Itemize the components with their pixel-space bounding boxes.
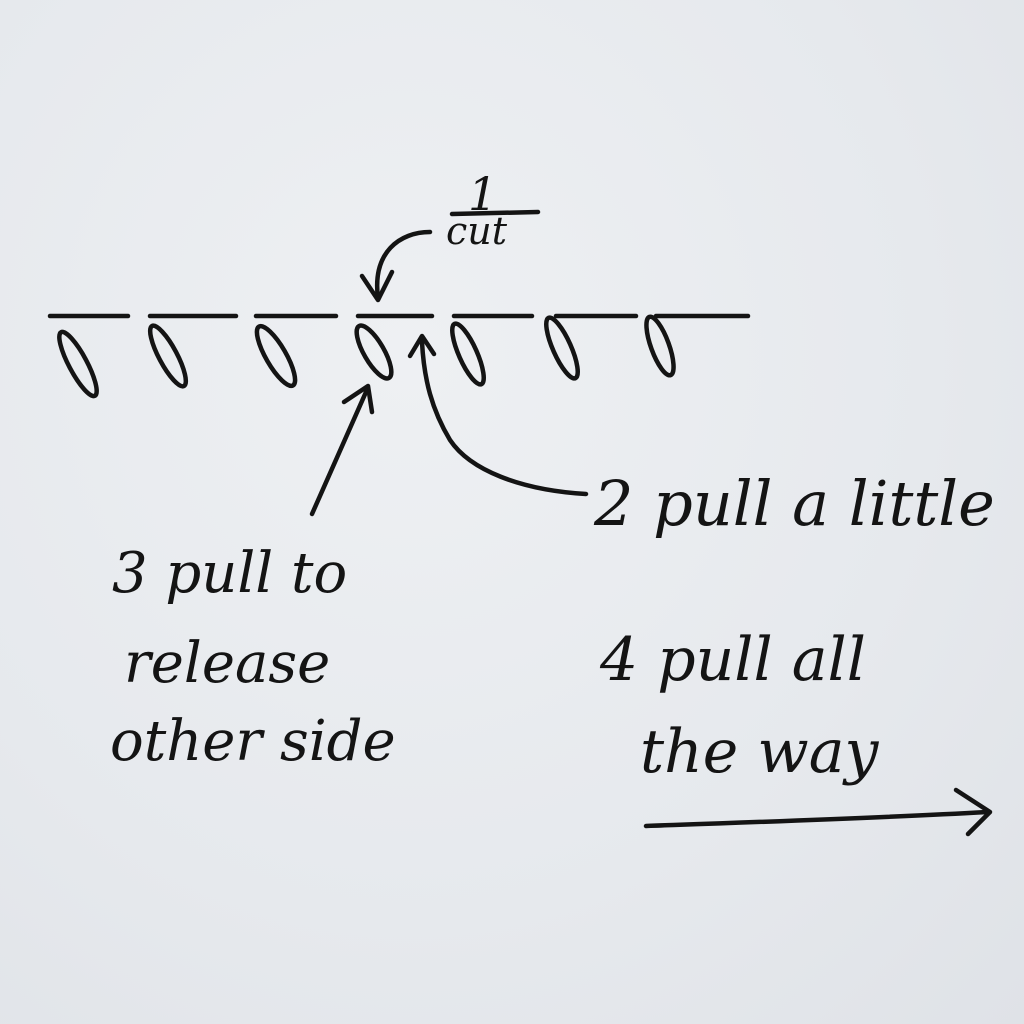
stitch-loop xyxy=(354,323,394,381)
cut-arrow xyxy=(374,229,433,301)
step-1-fraction-bar xyxy=(449,209,541,217)
stitch-loop xyxy=(254,323,298,389)
pull-all-arrowhead xyxy=(953,787,993,837)
pull-little-arrowhead xyxy=(407,333,437,359)
release-arrow xyxy=(309,389,369,517)
step-2-pull-a-little: 2 pull a little xyxy=(407,333,995,540)
cut-arrowhead xyxy=(359,269,395,303)
step-4-pull-all-the-way: 4 pull all the way xyxy=(599,625,993,837)
stitch-loop xyxy=(644,314,676,378)
step-3-line-1: 3 pull to xyxy=(112,541,347,606)
stitch-loops xyxy=(57,314,676,399)
step-3-pull-to-release: 3 pull to release other side xyxy=(110,383,396,774)
stitch-loop xyxy=(147,323,189,389)
stitch-loop xyxy=(544,315,580,381)
step-3-line-2: release xyxy=(124,631,330,696)
step-3-line-3: other side xyxy=(110,709,396,774)
stitch-loop xyxy=(57,329,99,399)
pull-all-arrow xyxy=(643,809,991,829)
step-4-line-1: 4 pull all xyxy=(599,625,866,695)
step-1-label: cut xyxy=(446,209,508,253)
stitch-loop xyxy=(450,321,486,387)
pull-little-arrow xyxy=(419,339,589,497)
step-1-cut: 1 cut xyxy=(359,167,541,303)
release-arrowhead xyxy=(341,383,375,415)
step-4-line-2: the way xyxy=(640,717,879,787)
step-2-text: 2 pull a little xyxy=(593,467,995,540)
